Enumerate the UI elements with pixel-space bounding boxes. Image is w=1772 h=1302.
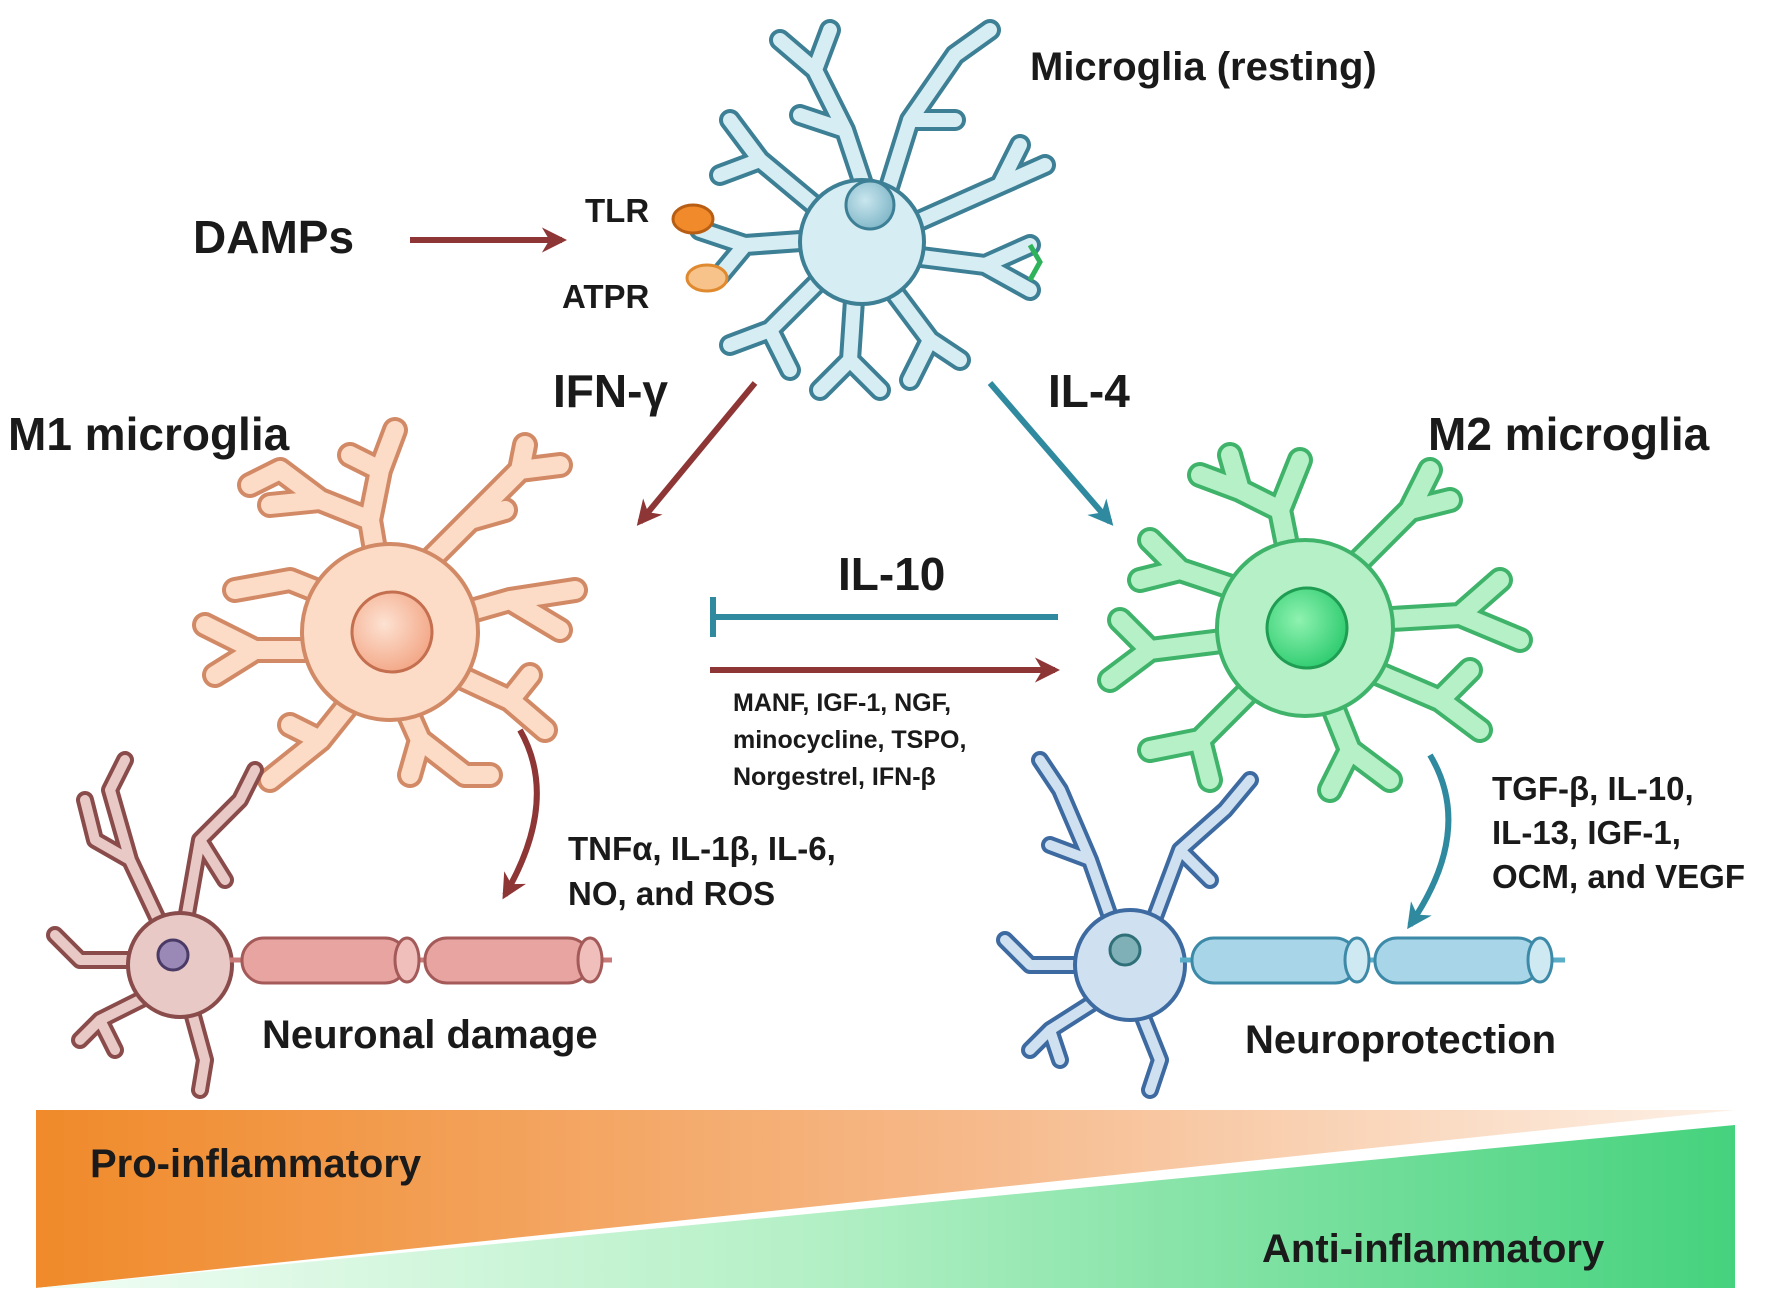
damaged-neuron-nucleus xyxy=(156,938,190,972)
ifn-gamma-arrow xyxy=(636,381,758,526)
m2-microglia-cell xyxy=(1097,442,1533,803)
tlr-label: TLR xyxy=(585,192,649,229)
modulators-line-2: minocycline, TSPO, xyxy=(733,726,966,754)
damaged-myelin-segment-1 xyxy=(240,936,409,985)
m1-factors-line-2: NO, and ROS xyxy=(568,875,775,912)
resting-microglia-cell xyxy=(689,19,1056,401)
m2-nucleus xyxy=(1265,586,1349,670)
pro-inflammatory-label: Pro-inflammatory xyxy=(90,1142,422,1186)
damps-label: DAMPs xyxy=(193,211,354,263)
m2-factors-line-1: TGF-β, IL-10, xyxy=(1492,770,1694,807)
m2-factors-line-2: IL-13, IGF-1, xyxy=(1492,814,1681,851)
protected-neuron xyxy=(996,751,1565,1099)
m1-microglia-cell xyxy=(192,417,588,793)
resting-microglia-label: Microglia (resting) xyxy=(1030,45,1377,89)
protected-myelin-segment-1 xyxy=(1190,936,1359,985)
pro-inflammatory-gradient xyxy=(36,1110,1735,1288)
damaged-myelin-segment-2 xyxy=(423,936,592,985)
ifn-gamma-label: IFN-γ xyxy=(553,365,668,417)
m2-factors-arrow xyxy=(1407,753,1452,930)
m1-factors-arrow xyxy=(502,728,540,900)
protected-neuron-nucleus xyxy=(1108,933,1142,967)
m2-microglia-label: M2 microglia xyxy=(1428,408,1710,460)
resting-green-receptor xyxy=(1027,243,1043,282)
damaged-neuron xyxy=(46,751,612,1099)
anti-inflammatory-gradient xyxy=(36,1125,1735,1288)
m2-factors-line-3: OCM, and VEGF xyxy=(1492,858,1745,895)
tlr-receptor-icon xyxy=(671,203,715,235)
modulators-line-3: Norgestrel, IFN-β xyxy=(733,763,936,791)
il10-label: IL-10 xyxy=(838,548,945,600)
il10-inhibition-line xyxy=(710,597,1058,637)
il4-arrow xyxy=(987,381,1114,526)
m1-microglia-label: M1 microglia xyxy=(8,408,290,460)
m1-nucleus xyxy=(350,590,434,674)
protected-myelin-segment-2 xyxy=(1373,936,1542,985)
il4-label: IL-4 xyxy=(1048,365,1130,417)
atpr-receptor-icon xyxy=(685,263,729,293)
resting-nucleus xyxy=(844,179,896,231)
m1-factors-line-1: TNFα, IL-1β, IL-6, xyxy=(568,830,836,867)
anti-inflammatory-label: Anti-inflammatory xyxy=(1262,1227,1605,1271)
atpr-label: ATPR xyxy=(562,278,650,315)
neuroprotection-label: Neuroprotection xyxy=(1245,1018,1556,1062)
modulators-line-1: MANF, IGF-1, NGF, xyxy=(733,689,951,717)
neuronal-damage-label: Neuronal damage xyxy=(262,1013,598,1057)
